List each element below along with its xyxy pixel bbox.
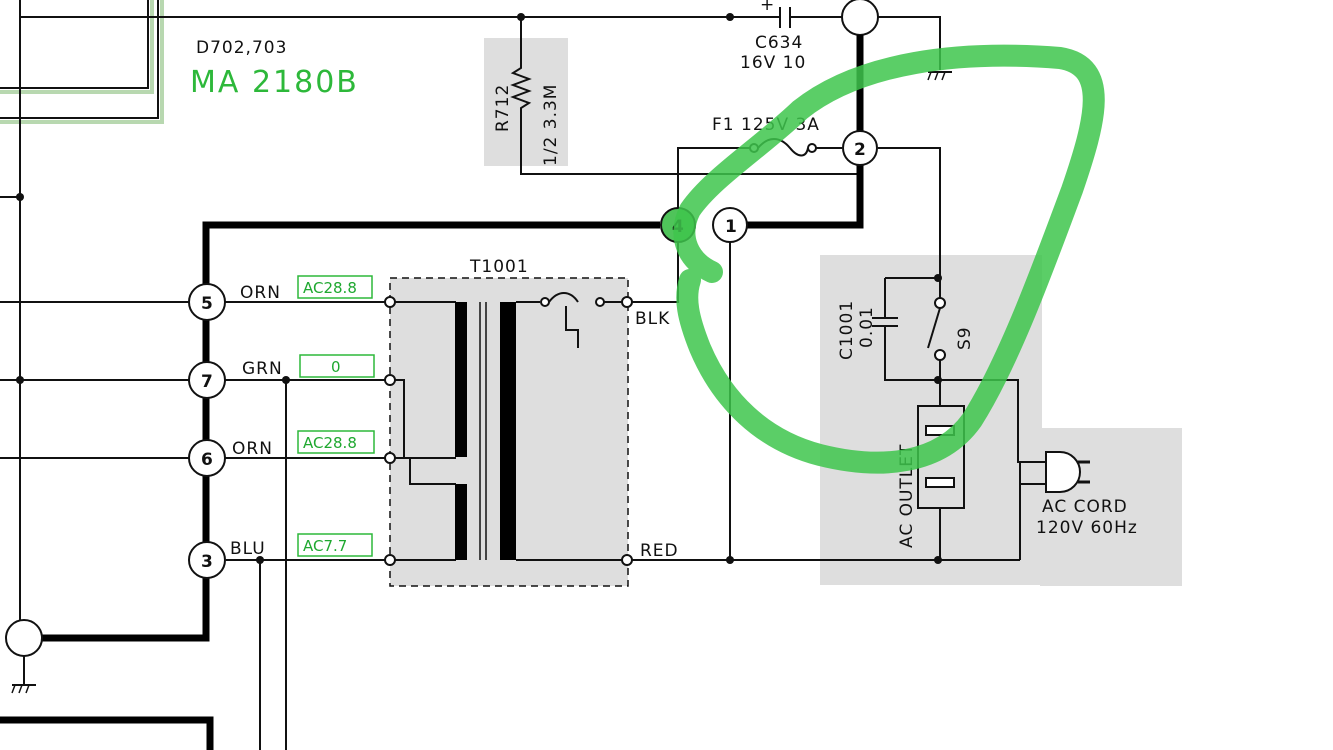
ground-icon	[11, 684, 36, 694]
junction-dot	[282, 376, 290, 384]
voltage-label: 0	[331, 358, 341, 376]
terminal-circle	[188, 439, 226, 477]
blk-wire	[628, 242, 679, 303]
terminal-circle	[188, 361, 226, 399]
terminal-circle	[842, 130, 878, 166]
left-bus	[42, 221, 660, 642]
capacitor-polarity: +	[760, 0, 775, 15]
junction-dot	[256, 556, 264, 564]
c1001-ref: C1001	[837, 300, 857, 360]
voltage-box	[297, 275, 373, 299]
accord-label-2: 120V 60Hz	[1036, 518, 1138, 538]
junction-dot	[16, 193, 24, 201]
junction-dot	[726, 556, 734, 564]
transformer-ref: T1001	[469, 257, 529, 277]
terminal-label-5: 5	[201, 294, 213, 314]
terminal-label-3: 3	[201, 552, 213, 572]
terminal-circle	[188, 283, 226, 321]
switch-ref: S9	[955, 326, 975, 350]
capacitor-value: 16V 10	[740, 53, 806, 73]
diode-ref: D702,703	[196, 38, 287, 58]
plug-icon	[1019, 451, 1090, 560]
terminal-label-2: 2	[854, 140, 866, 160]
terminal-circle	[841, 0, 879, 36]
voltage-label: AC7.7	[303, 537, 347, 555]
resistor-r712: R712 1/2 3.3M	[493, 17, 860, 175]
top-left-block	[0, 0, 164, 124]
main-bus	[730, 35, 864, 229]
resistor-ref: R712	[493, 84, 513, 132]
wire-color-label: BLU	[230, 539, 266, 559]
voltage-box	[297, 533, 373, 557]
diode-model: MA 2180B	[190, 65, 359, 100]
wire-color-label: GRN	[242, 359, 283, 379]
accord-label-1: AC CORD	[1042, 497, 1128, 517]
voltage-label: AC28.8	[303, 434, 357, 452]
terminal-label-6: 6	[201, 450, 213, 470]
terminal-label-7: 7	[201, 372, 213, 392]
transformer-t1001: T1001	[384, 257, 633, 587]
ground-icon	[927, 71, 952, 81]
switch-outlet-shade	[820, 255, 1042, 585]
terminal-label-1: 1	[725, 217, 737, 237]
terminal-circle	[5, 619, 43, 657]
terminal-circle	[712, 207, 748, 243]
voltage-box	[299, 354, 375, 378]
capacitor-ref: C634	[755, 33, 803, 53]
junction-dot	[934, 274, 942, 282]
capacitor-c1001: C1001 0.01	[837, 277, 1046, 463]
wire-color-label: ORN	[240, 283, 281, 303]
voltage-label: AC28.8	[303, 279, 357, 297]
bottom-bus	[0, 716, 214, 750]
resistor-value: 1/2 3.3M	[541, 84, 561, 166]
wire-to-switch	[878, 147, 941, 278]
junction-dot	[934, 376, 942, 384]
terminal-circle	[188, 541, 226, 579]
blk-lead-label: BLK	[635, 309, 670, 329]
junction-dot	[726, 13, 734, 21]
capacitor-c634: + C634 16V 10	[740, 0, 806, 73]
wire-color-label: ORN	[232, 439, 273, 459]
c1001-value: 0.01	[857, 306, 877, 348]
red-lead-label: RED	[640, 541, 679, 561]
voltage-box	[297, 430, 375, 454]
highlight-loop	[673, 44, 1105, 474]
